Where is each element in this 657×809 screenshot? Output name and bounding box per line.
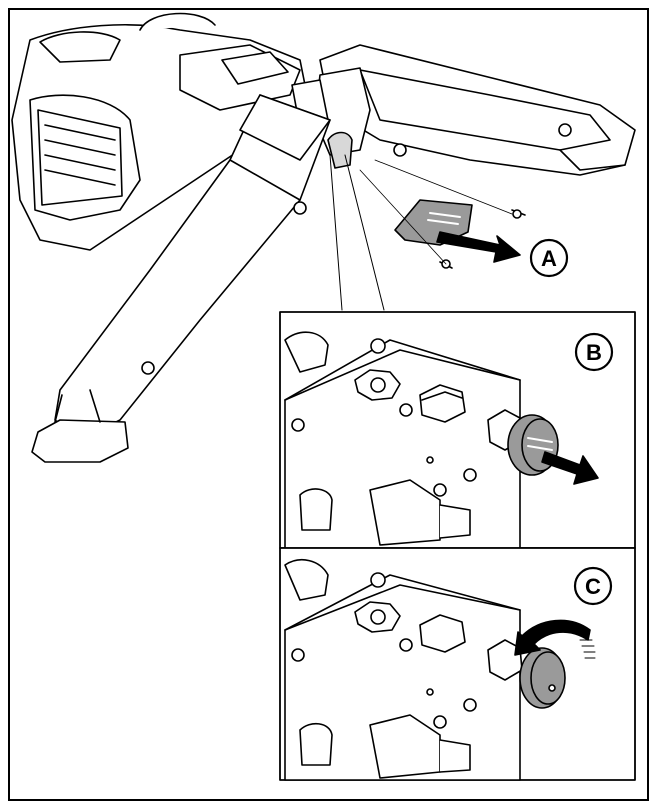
detail-panel-c (279, 547, 636, 781)
cover-plate (359, 159, 526, 269)
callout-a: A (529, 238, 569, 278)
detail-panel-b (279, 311, 636, 549)
callout-label-c: C (585, 574, 601, 599)
arrow-right-icon (436, 231, 521, 263)
machine-body (11, 12, 636, 463)
arrow-right-icon (541, 451, 599, 485)
rotation-hatch (579, 639, 596, 659)
callout-b: B (574, 332, 614, 372)
callout-label-a: A (541, 246, 557, 271)
callout-c: C (573, 566, 613, 606)
callout-label-b: B (586, 340, 602, 365)
